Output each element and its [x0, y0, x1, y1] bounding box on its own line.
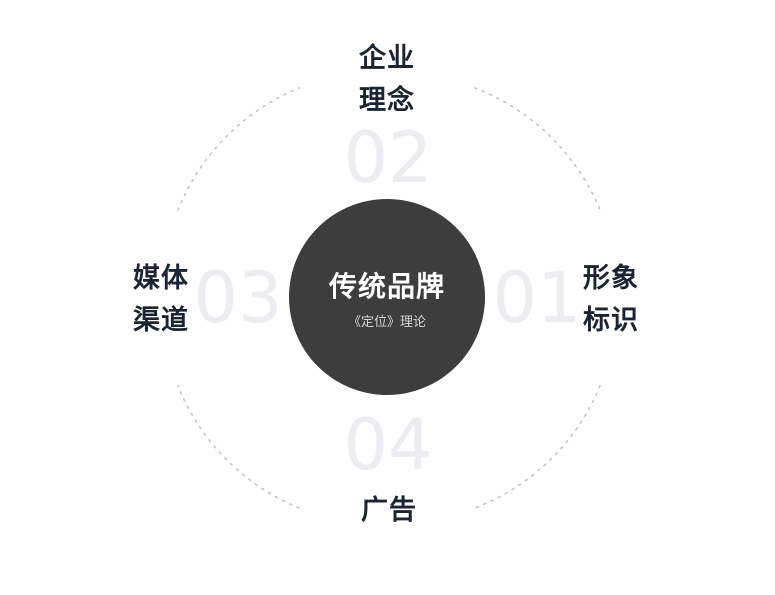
node-label-line: 理念 — [359, 85, 415, 116]
ring-arc-top-right — [474, 87, 601, 211]
node-label-line: 标识 — [583, 305, 639, 336]
ring-arc-bottom-right — [474, 385, 601, 509]
node-number-04: 04 — [343, 404, 432, 486]
center-subtitle: 《定位》理论 — [347, 315, 426, 330]
center-circle — [289, 199, 485, 395]
center-title: 传统品牌 — [328, 270, 445, 303]
node-label-media-channels: 媒体 渠道 — [116, 258, 206, 342]
node-label-advertising: 广告 — [344, 490, 434, 532]
node-label-line: 形象 — [583, 263, 639, 294]
ring-arc-top-left — [177, 87, 300, 211]
node-label-line: 媒体 — [133, 263, 189, 294]
node-label-line: 渠道 — [133, 305, 189, 336]
node-number-01: 01 — [492, 257, 581, 339]
ring-arc-bottom-left — [177, 385, 300, 509]
node-label-line: 企业 — [359, 43, 415, 74]
node-label-visual-identity: 形象 标识 — [566, 258, 656, 342]
node-label-line: 广告 — [361, 495, 417, 526]
node-number-03: 03 — [193, 257, 282, 339]
node-number-02: 02 — [343, 117, 432, 199]
node-label-enterprise-philosophy: 企业 理念 — [342, 38, 432, 122]
